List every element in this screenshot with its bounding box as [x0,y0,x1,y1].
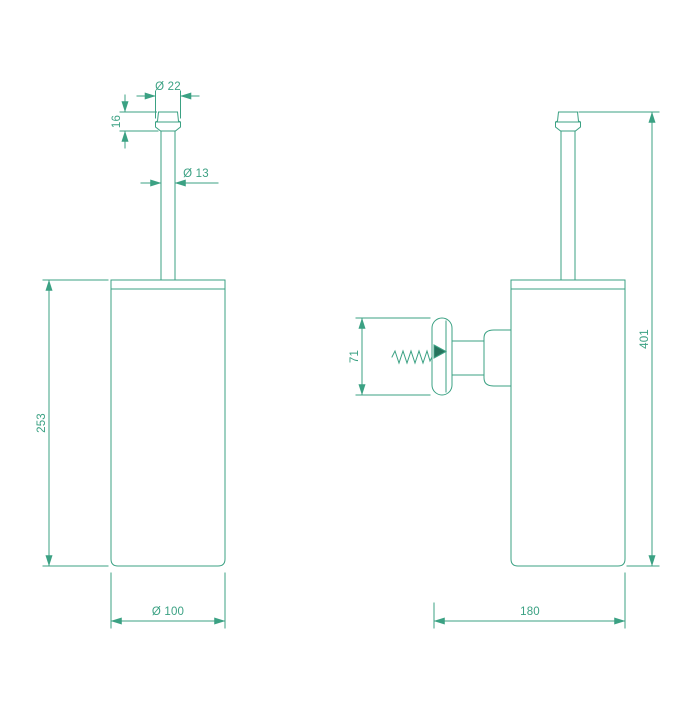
side-view [355,111,660,629]
dim-knob-diameter [136,90,200,119]
dim-label-knob-height: 16 [111,115,123,128]
mount-screw-thread [391,349,433,365]
mount-screw-detail [433,344,448,359]
dim-body-height [42,279,109,567]
holder-body [510,279,626,567]
front-view [42,90,226,629]
dim-label-body-diameter: Ø 100 [152,606,184,618]
dimension-labels: Ø 22 16 Ø 13 253 Ø 100 71 401 180 [36,81,651,618]
dim-bracket-height [355,317,431,396]
dim-label-body-height: 253 [36,413,48,433]
dim-knob-height [119,94,159,149]
dim-body-diameter [110,572,226,629]
dim-label-total-depth: 180 [520,606,540,618]
dim-label-total-height: 401 [639,329,651,349]
dim-label-rod-diameter: Ø 13 [183,168,209,180]
dim-label-bracket-height: 71 [349,350,361,363]
dim-total-depth [433,572,626,629]
drawing-lines [42,90,660,629]
wall-mount [391,317,512,396]
dim-label-knob-diameter: Ø 22 [155,81,181,93]
mount-cup [483,329,512,387]
holder-body [110,279,226,567]
dim-total-height [578,111,660,567]
